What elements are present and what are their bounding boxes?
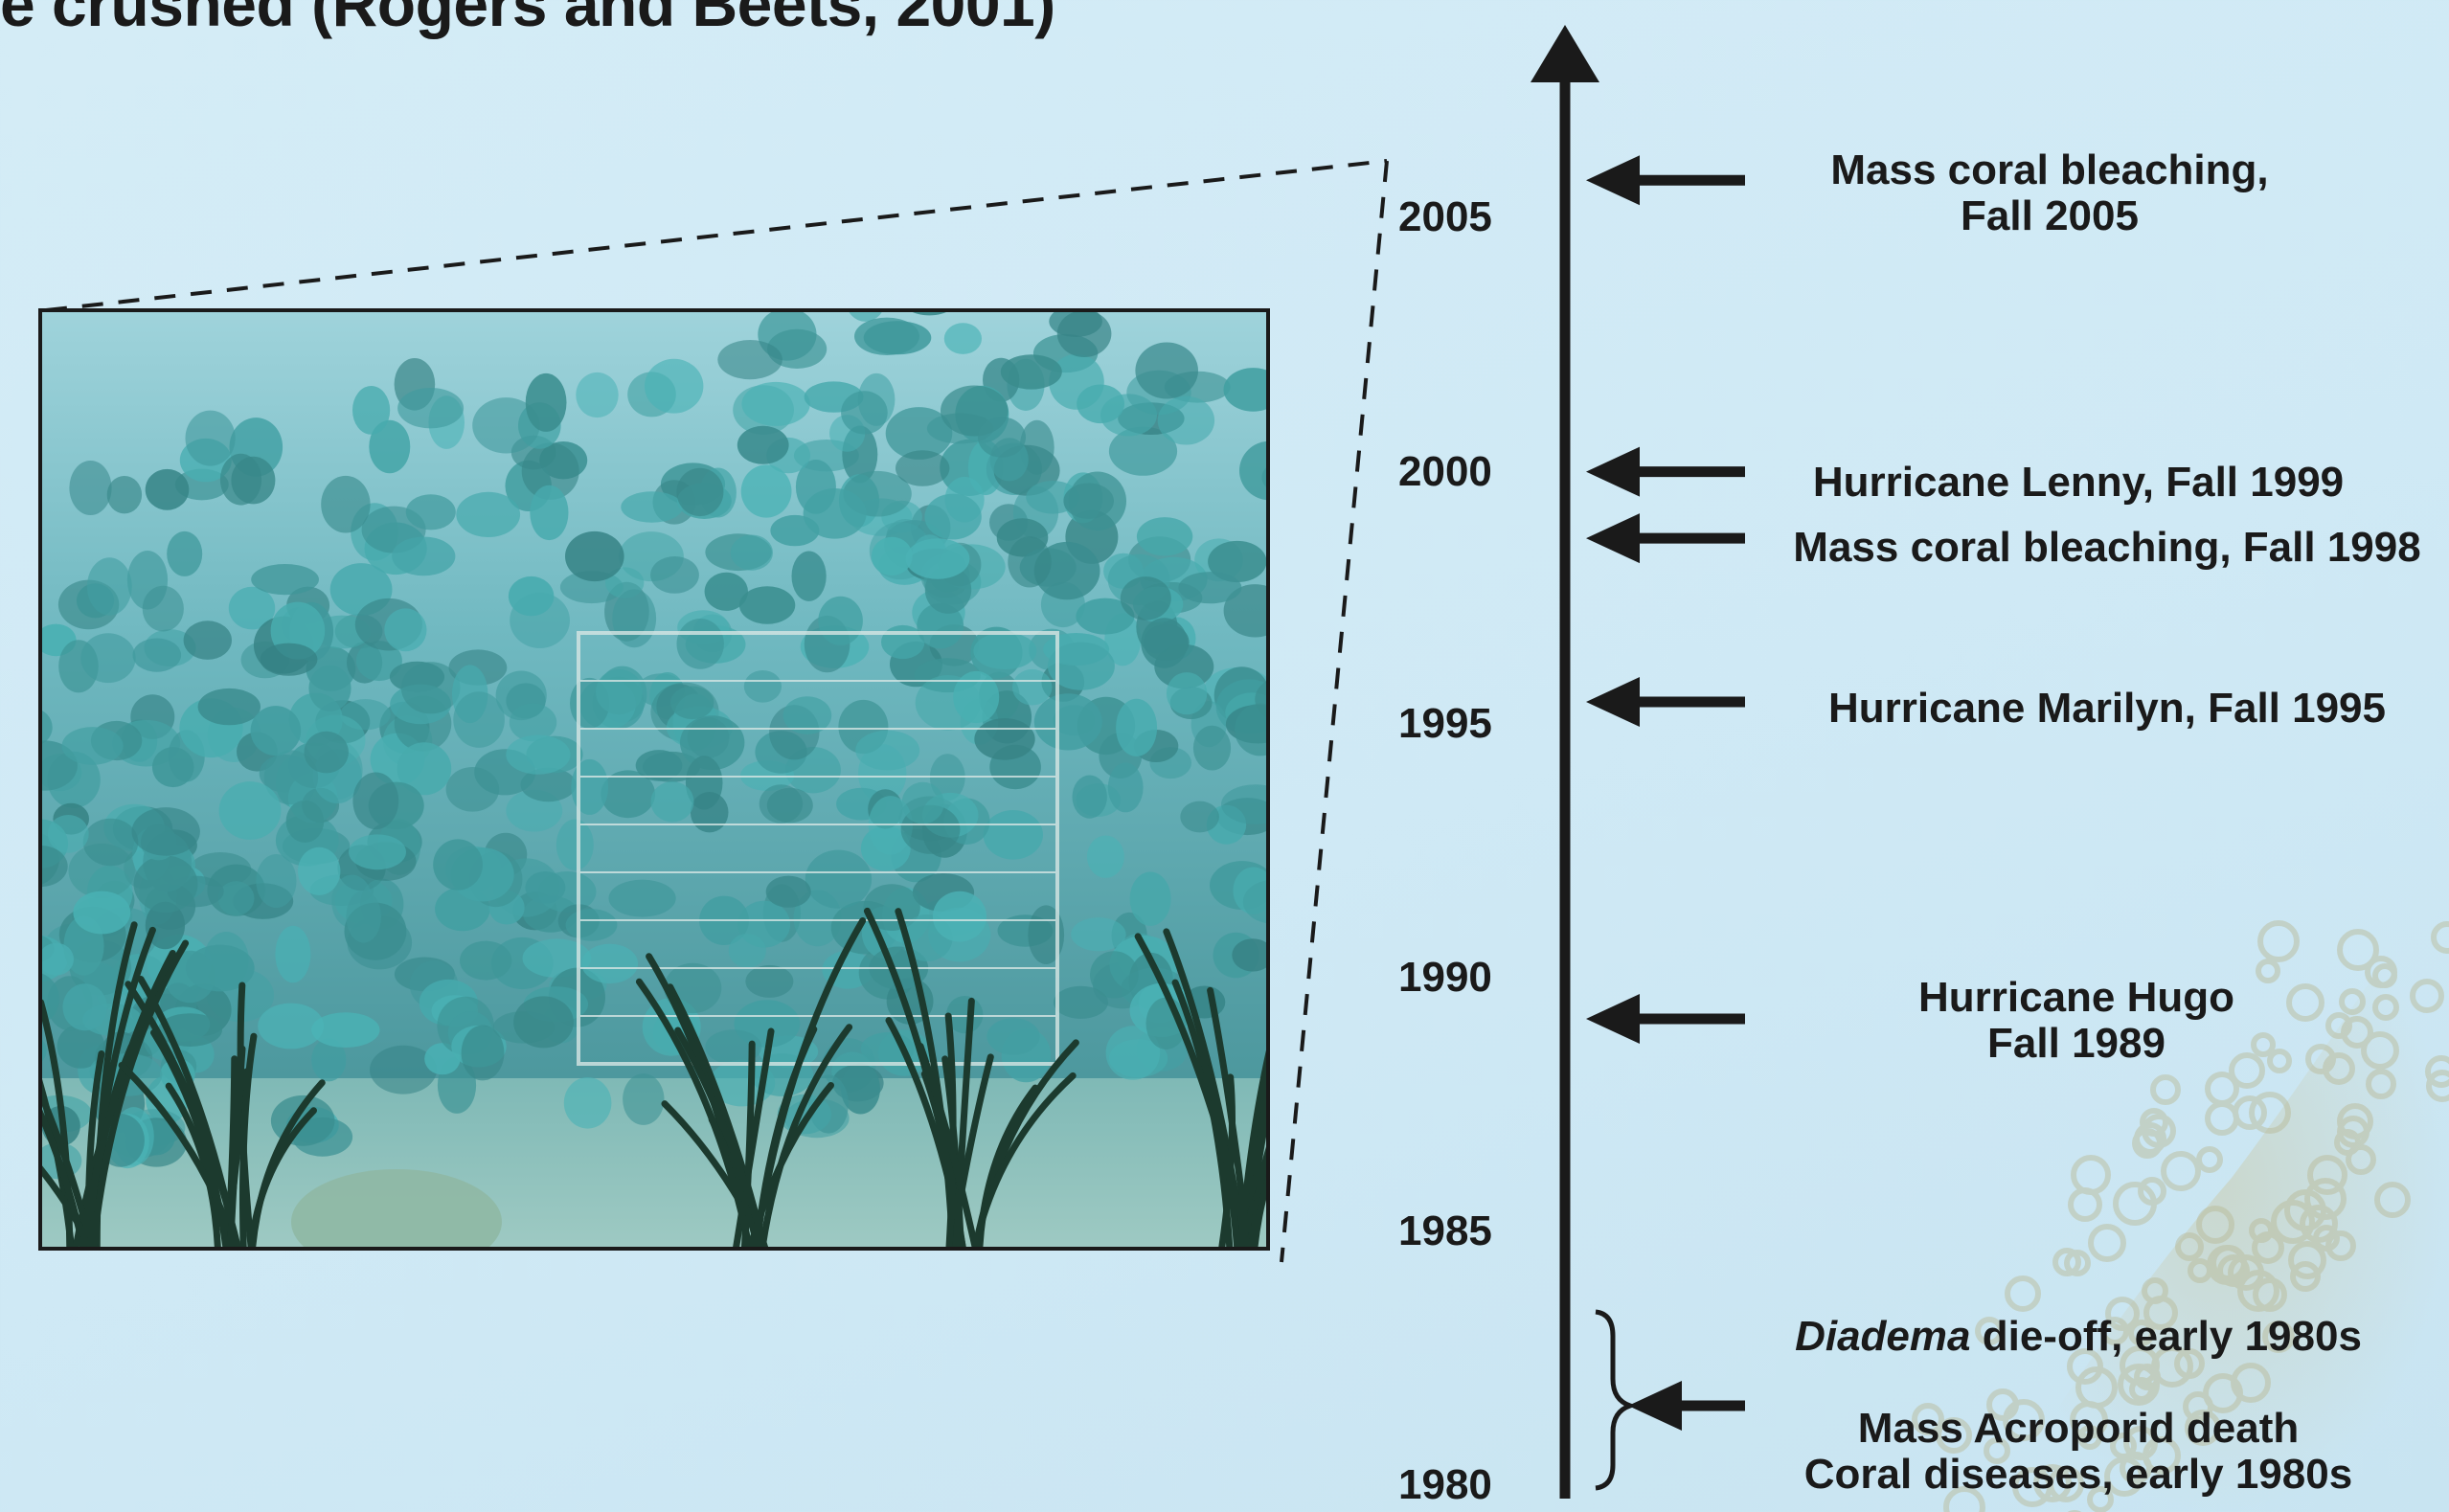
event-mass-bleaching-2005: Mass coral bleaching, Fall 2005	[1753, 147, 2347, 239]
event-acroporid-death-diseases: Mass Acroporid death Coral diseases, ear…	[1743, 1406, 2414, 1498]
arrow-hurricane-marilyn	[1586, 677, 1745, 727]
year-label-1995: 1995	[1398, 700, 1513, 748]
event-line: die-off, early 1980s	[1971, 1313, 2362, 1360]
year-label-1990: 1990	[1398, 954, 1513, 1002]
timeline-axis-arrowhead	[1531, 25, 1599, 82]
early-1980s-brace	[1596, 1312, 1630, 1488]
arrow-hurricane-lenny	[1586, 447, 1745, 497]
year-label-1985: 1985	[1398, 1207, 1513, 1255]
arrow-hurricane-hugo	[1586, 994, 1745, 1044]
event-diadema-die-off: Diadema die-off, early 1980s	[1743, 1314, 2414, 1360]
event-hurricane-lenny: Hurricane Lenny, Fall 1999	[1772, 460, 2385, 506]
event-line: Hurricane Lenny, Fall 1999	[1772, 460, 2385, 506]
event-mass-bleaching-1998: Mass coral bleaching, Fall 1998	[1762, 525, 2449, 571]
arrow-early-1980s	[1628, 1381, 1745, 1431]
year-label-1980: 1980	[1398, 1461, 1513, 1509]
event-hurricane-hugo: Hurricane Hugo Fall 1989	[1789, 975, 2364, 1067]
event-line: Mass coral bleaching,	[1753, 147, 2347, 193]
event-line: Fall 1989	[1789, 1021, 2364, 1067]
arrow-mass-bleaching-1998	[1586, 513, 1745, 563]
zoom-line-top	[46, 161, 1387, 310]
event-line: Coral diseases, early 1980s	[1743, 1452, 2414, 1498]
event-species-name: Diadema	[1795, 1313, 1970, 1360]
year-label-2005: 2005	[1398, 193, 1513, 241]
event-line: Mass Acroporid death	[1743, 1406, 2414, 1452]
event-line: Fall 2005	[1753, 193, 2347, 239]
event-line: Hurricane Marilyn, Fall 1995	[1781, 686, 2433, 732]
event-hurricane-marilyn: Hurricane Marilyn, Fall 1995	[1781, 686, 2433, 732]
event-line: Mass coral bleaching, Fall 1998	[1762, 525, 2449, 571]
arrow-mass-bleaching-2005	[1586, 155, 1745, 205]
event-line: Hurricane Hugo	[1789, 975, 2364, 1021]
zoom-line-side	[1281, 161, 1387, 1262]
year-label-2000: 2000	[1398, 448, 1513, 496]
